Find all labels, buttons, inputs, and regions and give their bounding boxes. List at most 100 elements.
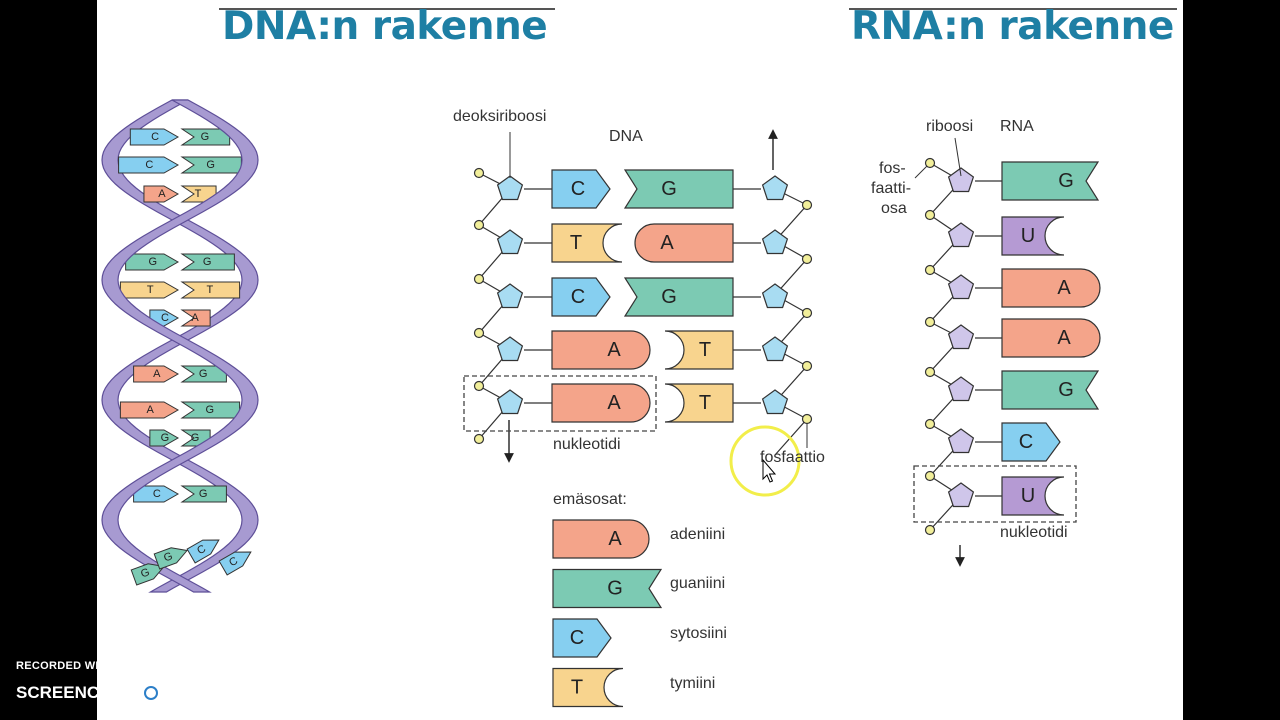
deoxyribose-sugar [761,389,789,415]
phosphate-dot [473,219,485,231]
screencast-watermark: RECORDED WITH SCREENCAST MATIC [16,660,223,706]
base-letter: A [608,528,622,550]
screencast-logo-icon [138,680,165,706]
base-letter: G [199,488,208,500]
rna-base-a [1001,318,1101,358]
deoxyribose-sugar [496,336,524,362]
base-letter: C [153,488,161,500]
watermark-brand-right: MATIC [170,683,223,702]
dna-nucleotide-box [463,375,657,432]
phosphate-dot [473,433,485,445]
base-letter: G [1058,379,1074,401]
helix-base [180,309,211,327]
helix-base [143,185,180,203]
phosphate-dot [924,470,936,482]
base-letter: G [206,159,215,171]
base-letter: C [1019,431,1033,453]
title-rule-dna [219,8,555,10]
helix-base [180,401,241,419]
deoxyribose-sugar [496,283,524,309]
phosphate-dot [473,380,485,392]
dna-base-a [634,223,734,263]
rna-base-g [1001,161,1100,201]
phosphate-dot [924,157,936,169]
dna-base-g [623,277,734,317]
helix-base [180,281,241,299]
phosphate-dot [801,307,813,319]
legend-name-adenine: adeniini [670,526,726,543]
base-letter: G [139,566,151,580]
base-letter: A [153,368,161,380]
helix-strand-back [101,99,259,593]
base-letter: A [1057,277,1071,299]
phosphate-dot [473,273,485,285]
base-letter: G [206,404,215,416]
helix-base [149,429,180,447]
base-letter: A [191,312,199,324]
base-letter: C [570,627,584,649]
dna-label: DNA [609,128,643,145]
cursor-pointer-icon [762,458,777,483]
base-letter: G [149,256,158,268]
deoxyribose-sugar [496,389,524,415]
phosphate-dot [924,209,936,221]
phosphate-group-label-3: osa [881,200,907,217]
title-rule-rna [849,8,1177,10]
deoxyribose-label: deoksiriboosi [453,108,547,125]
phosphate-dot [801,199,813,211]
phosphate-dot [924,264,936,276]
base-letter: G [191,432,200,444]
base-letter: T [699,392,711,414]
phosphate-dot [801,253,813,265]
helix-base [186,539,220,564]
legend-swatch-t [552,667,624,708]
helix-base [130,563,165,586]
rna-title: RNA:n rakenne [851,4,1174,49]
dna-base-c [551,277,611,317]
phosphate-dot [924,366,936,378]
base-letter: C [161,312,169,324]
base-letter: C [571,178,585,200]
ribose-sugar [947,274,975,300]
base-letter: U [1021,485,1035,507]
deoxyribose-sugar [496,229,524,255]
rna-base-a [1001,268,1101,308]
base-letter: G [161,432,170,444]
rna-base-u [1001,476,1065,516]
base-letter: A [147,404,155,416]
base-letter: A [607,339,621,361]
ribose-sugar [947,428,975,454]
dna-base-c [551,169,611,209]
helix-base [180,185,217,203]
phosphate-group-pointer [914,165,928,179]
rna-base-c [1001,422,1061,462]
helix-base [180,253,235,271]
helix-loose-base: G [153,547,188,570]
helix-strand-front [101,99,259,593]
base-letter: A [158,188,166,200]
dna-base-a [551,383,651,423]
watermark-recorded: RECORDED WITH [16,660,115,672]
watermark-brand: SCREENCAST MATIC [16,680,223,706]
base-letter: G [607,578,623,600]
legend-name-guanine: guaniini [670,575,726,592]
legend-name-cytosine: sytosiini [670,625,727,642]
base-letter: G [661,286,677,308]
phosphate-dot [924,524,936,536]
base-letter: G [162,550,174,564]
ribose-label: riboosi [926,118,974,135]
helix-loose-base: C [218,551,252,576]
phosphate-dot [473,327,485,339]
dna-right-backbone [774,188,808,456]
rna-nucleotide-box [913,465,1077,523]
base-letter: U [1021,225,1035,247]
ribose-sugar [947,376,975,402]
base-letter: G [1058,170,1074,192]
base-letter: T [570,232,582,254]
legend-name-thymine: tymiini [670,675,716,692]
